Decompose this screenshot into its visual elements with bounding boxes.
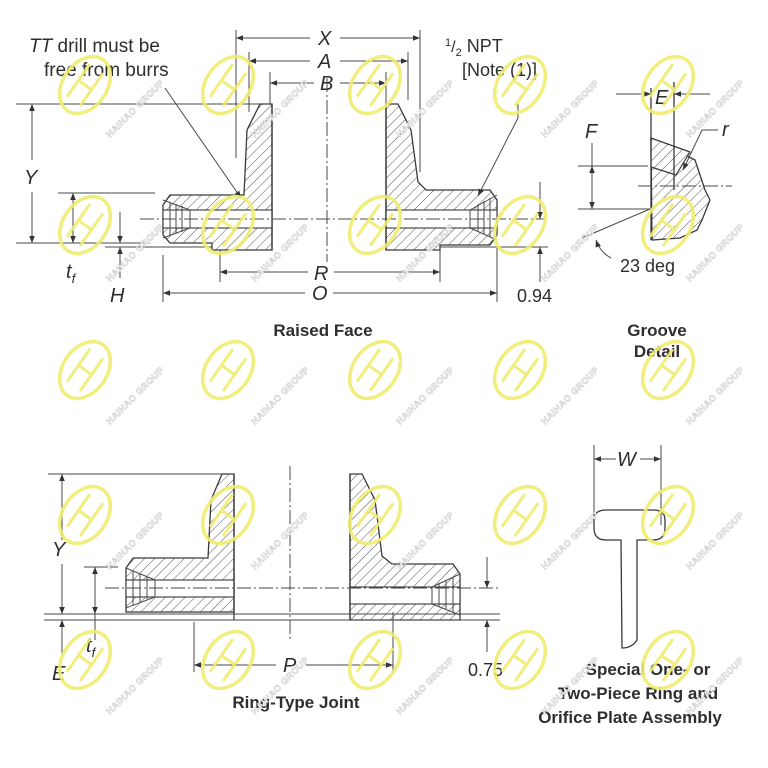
special-ring-view: W Special One- or Two-Piece Ring and Ori… [538,445,722,727]
rtj-left-section [125,473,235,613]
svg-text:HAIHAO GROUP: HAIHAO GROUP [394,510,456,572]
groove-angle-label: 23 deg [620,256,675,276]
groove-detail-view: E F r 23 deg Groove Detail [578,82,732,361]
svg-text:HAIHAO GROUP: HAIHAO GROUP [249,510,311,572]
dim-r-label: R [314,263,328,285]
rtj-tf-label: tf [86,635,97,660]
special-w-label: W [617,449,638,471]
raised-face-view: TT drill must be free from burrs 1/2 NPT… [16,28,552,340]
svg-text:HAIHAO GROUP: HAIHAO GROUP [539,510,601,572]
raised-face-title: Raised Face [273,321,372,340]
svg-text:HAIHAO GROUP: HAIHAO GROUP [684,510,746,572]
svg-text:HAIHAO GROUP: HAIHAO GROUP [249,365,311,427]
dim-o-label: O [312,283,328,305]
drill-note-line1: TT drill must be [29,36,160,57]
svg-text:HAIHAO GROUP: HAIHAO GROUP [684,365,746,427]
groove-f-label: F [585,121,599,143]
svg-text:HAIHAO GROUP: HAIHAO GROUP [394,78,456,140]
special-title-line3: Orifice Plate Assembly [538,708,722,727]
dim-tf-label: tf [66,261,77,286]
ring-type-joint-view: Y tf E P 0.75 Ring-Type Joint [44,466,503,712]
svg-text:HAIHAO GROUP: HAIHAO GROUP [539,365,601,427]
special-title-line2: Two-Piece Ring and [558,684,718,703]
svg-text:HAIHAO GROUP: HAIHAO GROUP [104,365,166,427]
groove-title-line1: Groove [627,321,687,340]
rtj-y-label: Y [52,539,67,561]
groove-r-label: r [722,119,730,141]
svg-text:HAIHAO GROUP: HAIHAO GROUP [394,365,456,427]
svg-text:HAIHAO GROUP: HAIHAO GROUP [539,222,601,284]
dim-x-label: X [317,28,332,50]
dim-h-label: H [110,285,125,307]
npt-note-line1: 1/2 NPT [445,36,503,59]
svg-text:HAIHAO GROUP: HAIHAO GROUP [104,655,166,717]
ring-profile [593,509,666,649]
rtj-p-label: P [283,655,297,677]
rtj-title: Ring-Type Joint [232,693,360,712]
dim-094-label: 0.94 [517,286,552,306]
special-title-line1: Special One- or [586,660,711,679]
dim-a-label: A [317,51,331,73]
svg-text:HAIHAO GROUP: HAIHAO GROUP [104,222,166,284]
dim-y-label: Y [24,167,39,189]
svg-text:HAIHAO GROUP: HAIHAO GROUP [104,78,166,140]
dim-b-label: B [320,73,333,95]
svg-text:HAIHAO GROUP: HAIHAO GROUP [394,655,456,717]
